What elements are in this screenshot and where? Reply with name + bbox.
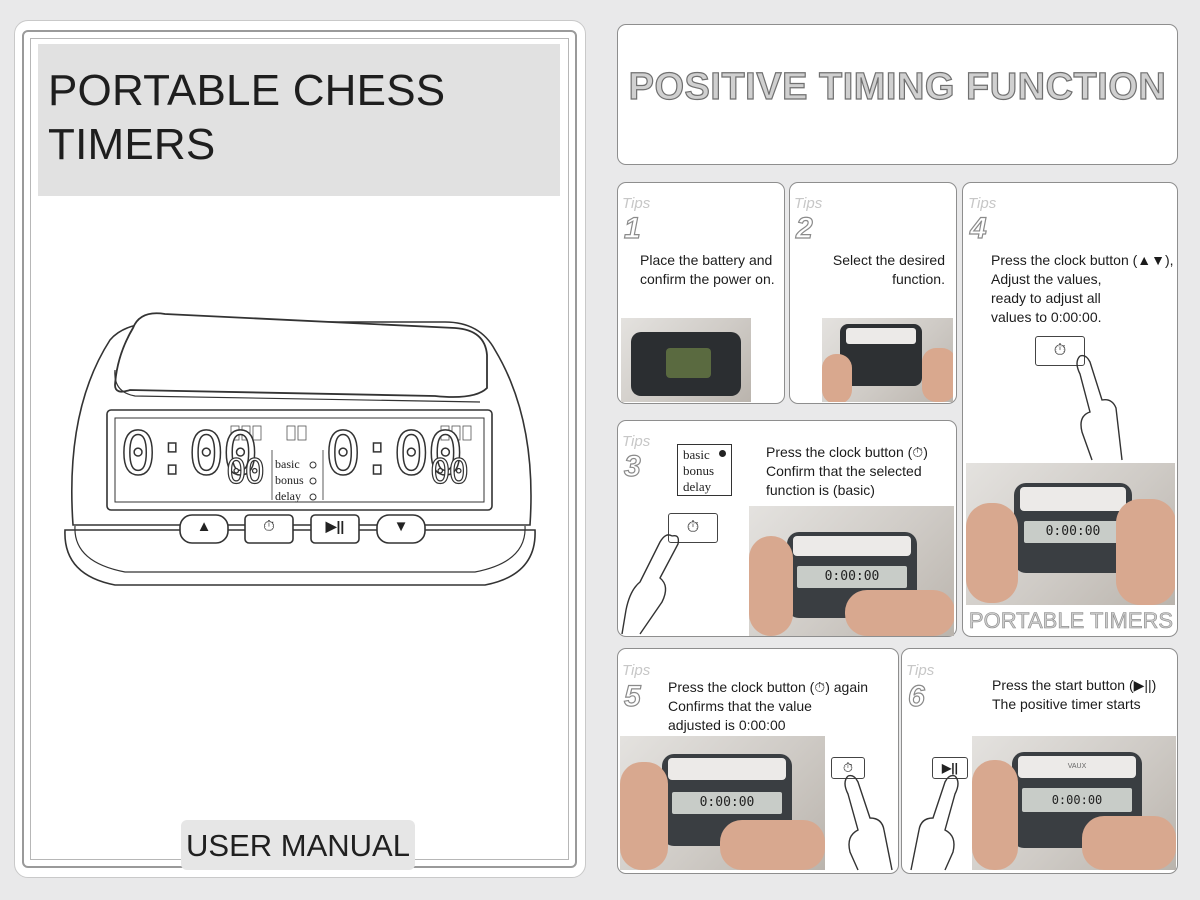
tip-3-line-3: function is (basic) xyxy=(766,482,875,498)
tip-3-line-2: Confirm that the selected xyxy=(766,463,922,479)
timer-button-icon-4: ⏱ xyxy=(1035,336,1085,366)
device-display-6: 0:00:00 xyxy=(1022,788,1132,812)
photo-confirm: 0:00:00 xyxy=(749,506,954,636)
header-card xyxy=(617,24,1178,165)
lcd-right-small: 00 xyxy=(429,451,469,492)
timer-icon: ⏱ xyxy=(263,518,275,535)
tip-5-line-1: Press the clock button (⏱) again xyxy=(668,679,869,695)
tip-number-4: 4 xyxy=(969,211,987,245)
tip-4-line-4: values to 0:00:00. xyxy=(991,309,1102,325)
mode-select-box: basic bonus delay xyxy=(677,444,732,496)
tip-4-line-2: Adjust the values, xyxy=(991,271,1102,287)
pointing-hand-icon xyxy=(1076,354,1123,461)
down-arrow-icon: ▼ xyxy=(393,518,409,535)
lcd-mode-delay: delay xyxy=(275,489,301,503)
tip-text-5: Press the clock button (⏱) again Confirm… xyxy=(668,678,898,735)
page-title: POSITIVE TIMING FUNCTION xyxy=(628,65,1167,108)
photo-adjust: 0:00:00 xyxy=(966,463,1175,605)
play-pause-button-icon-6: ▶|| xyxy=(932,757,968,779)
tip-1-line-2: confirm the power on. xyxy=(640,271,775,287)
up-arrow-icon: ▲ xyxy=(196,518,212,535)
tip-number-1: 1 xyxy=(623,211,641,245)
mode-selected-dot xyxy=(719,450,726,457)
tip-6-line-2: The positive timer starts xyxy=(992,696,1141,712)
mode-basic: basic xyxy=(683,447,710,462)
tip-1-line-1: Place the battery and xyxy=(640,252,773,268)
lcd-left-time: 0:00 xyxy=(119,419,259,489)
tip-text-6: Press the start button (▶||) The positiv… xyxy=(992,676,1177,714)
tip-4-line-3: ready to adjust all xyxy=(991,290,1101,306)
tips-label-2: Tips xyxy=(794,195,823,212)
tip-text-2: Select the desired function. xyxy=(800,251,945,289)
tips-label-4: Tips xyxy=(968,195,997,212)
tips-label-5: Tips xyxy=(622,662,651,679)
tip-2-line-1: Select the desired xyxy=(832,252,945,268)
device-display-3: 0:00:00 xyxy=(797,566,907,588)
device-display-5: 0:00:00 xyxy=(672,792,782,814)
tip-number-3: 3 xyxy=(623,449,641,483)
photo-select xyxy=(822,318,953,402)
tip-5-line-3: adjusted is 0:00:00 xyxy=(668,717,786,733)
lcd-mode-bonus: bonus xyxy=(275,473,304,487)
tip-number-6: 6 xyxy=(907,679,925,713)
device-brand: VAUX xyxy=(1018,756,1136,778)
timer-button-icon-5: ⏱ xyxy=(831,757,865,779)
lcd-right-time: 0:00 xyxy=(324,419,464,489)
photo-battery xyxy=(621,318,751,402)
tip-text-1: Place the battery and confirm the power … xyxy=(640,251,785,289)
manual-title: PORTABLE CHESS TIMERS xyxy=(48,64,548,172)
pointing-hand-icon-3 xyxy=(621,534,680,635)
manual-title-line2: TIMERS xyxy=(48,120,216,169)
tip-6-line-1: Press the start button (▶||) xyxy=(992,677,1157,693)
manual-footer: USER MANUAL xyxy=(181,820,415,870)
tips-label-3: Tips xyxy=(622,433,651,450)
pointing-hand-icon-5 xyxy=(844,774,893,871)
mode-delay: delay xyxy=(683,479,712,494)
pointing-hand-icon-6 xyxy=(910,774,959,871)
tip-4-line-1: Press the clock button (▲▼), xyxy=(991,252,1174,268)
manual-title-line1: PORTABLE CHESS xyxy=(48,66,446,115)
lcd-mode-basic: basic xyxy=(275,457,300,471)
lcd-left-small: 00 xyxy=(225,451,265,492)
portable-timers-label: PORTABLE TIMERS xyxy=(968,608,1174,634)
tip-number-5: 5 xyxy=(623,679,641,713)
tip-5-line-2: Confirms that the value xyxy=(668,698,812,714)
mode-bonus: bonus xyxy=(683,463,715,478)
tip-text-4: Press the clock button (▲▼), Adjust the … xyxy=(991,251,1176,327)
manual-title-band xyxy=(38,44,560,196)
play-pause-icon: ▶|| xyxy=(325,518,345,534)
timer-button-icon-3: ⏱ xyxy=(668,513,718,543)
tip-number-2: 2 xyxy=(795,211,813,245)
tips-label: Tips xyxy=(622,195,651,212)
tip-3-line-1: Press the clock button (⏱) xyxy=(766,444,928,460)
tips-label-6: Tips xyxy=(906,662,935,679)
chess-clock-illustration xyxy=(64,312,536,586)
device-display-4: 0:00:00 xyxy=(1024,521,1122,543)
tip-text-3: Press the clock button (⏱) Confirm that … xyxy=(766,443,956,500)
photo-confirm-value: 0:00:00 xyxy=(620,736,825,870)
lcd-mode-list: basic bonus delay xyxy=(275,456,304,504)
tip-2-line-2: function. xyxy=(892,271,945,287)
photo-start: VAUX 0:00:00 xyxy=(972,736,1176,870)
